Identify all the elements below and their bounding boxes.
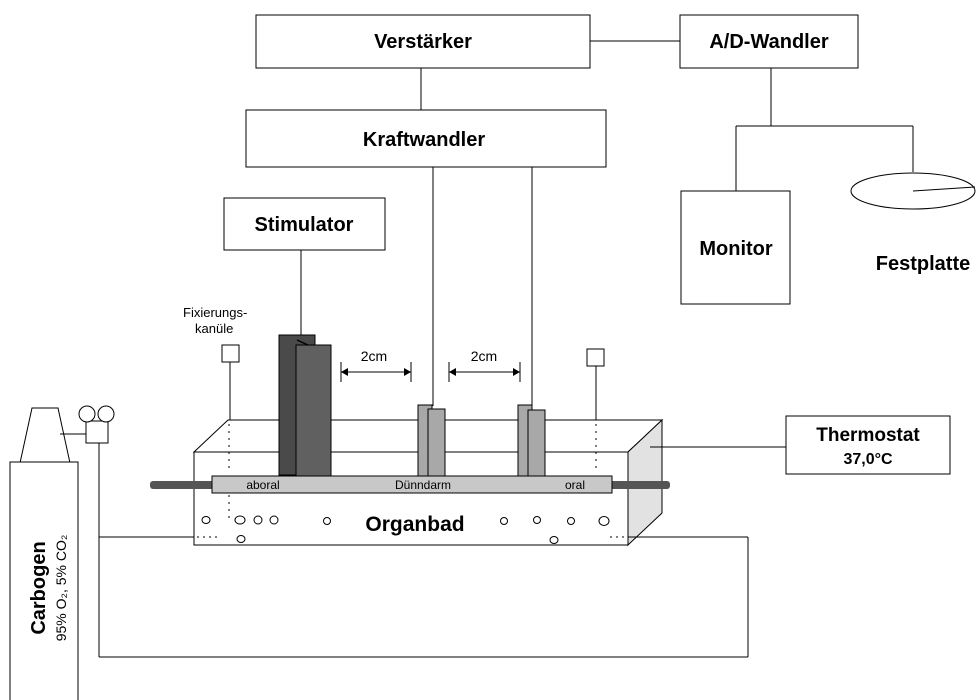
carbogen-cylinder-cap — [19, 407, 71, 464]
rod-right — [608, 481, 670, 489]
distance-arrowhead-left-b — [404, 368, 411, 376]
festplatte-disk-radius — [912, 186, 976, 192]
thermostat-box — [785, 415, 951, 475]
kraftwandler-box — [245, 109, 607, 168]
organbad-front-face — [193, 451, 629, 546]
hook-right-front — [527, 409, 546, 481]
bubble — [500, 517, 508, 525]
bubble — [323, 517, 331, 525]
aboral-label: aboral — [246, 478, 279, 492]
distance-arrowhead-left-a — [341, 368, 348, 376]
bubble — [234, 515, 246, 525]
verstaerker-box — [255, 14, 591, 69]
distance-arrowhead-right-b — [513, 368, 520, 376]
bubble — [549, 536, 559, 544]
bubble — [269, 515, 279, 525]
pressure-gauge-right-icon — [97, 405, 115, 423]
bubble — [567, 517, 575, 525]
verstaerker-label: Verstärker — [374, 31, 472, 53]
fixierung-label-line2: kanüle — [195, 321, 233, 336]
monitor-label: Monitor — [699, 238, 773, 260]
bubble — [253, 515, 263, 525]
bubbles — [201, 515, 610, 544]
organbad-label: Organbad — [365, 513, 464, 536]
kraftwandler-label: Kraftwandler — [363, 129, 485, 151]
thermostat-label: Thermostat — [816, 425, 920, 446]
ad-wandler-label: A/D-Wandler — [709, 31, 828, 53]
fixierung-label-line1: Fixierungs- — [183, 305, 247, 320]
hook-left-front — [427, 408, 446, 480]
ad-wandler-box — [679, 14, 859, 69]
bubble — [201, 516, 211, 524]
electrode-wire-tip — [296, 339, 309, 346]
carbogen-cylinder-body — [9, 461, 79, 700]
duenndarm-label: Dünndarm — [395, 478, 451, 492]
distance-label-right: 2cm — [471, 348, 497, 364]
rod-left — [150, 481, 214, 489]
duenndarm-bar — [211, 475, 613, 494]
carbogen-label: Carbogen — [28, 541, 50, 634]
fixierung-cap-right — [586, 348, 605, 367]
stimulator-label: Stimulator — [255, 214, 354, 236]
bubble — [236, 535, 246, 543]
monitor-box — [680, 190, 791, 305]
festplatte-label: Festplatte — [876, 253, 970, 275]
bubble — [598, 516, 610, 526]
regulator-body — [85, 420, 109, 444]
distance-label-left: 2cm — [361, 348, 387, 364]
fixierung-cap-left — [221, 344, 240, 363]
distance-arrowhead-right-a — [449, 368, 456, 376]
electrode-front-plate — [295, 344, 332, 486]
oral-label: oral — [565, 478, 585, 492]
stimulator-box — [223, 197, 386, 251]
pressure-gauge-left-icon — [78, 405, 96, 423]
thermostat-temperature: 37,0°C — [843, 451, 893, 468]
carbogen-mix-label: 95% O₂, 5% CO₂ — [53, 535, 69, 642]
bubble — [533, 516, 541, 524]
